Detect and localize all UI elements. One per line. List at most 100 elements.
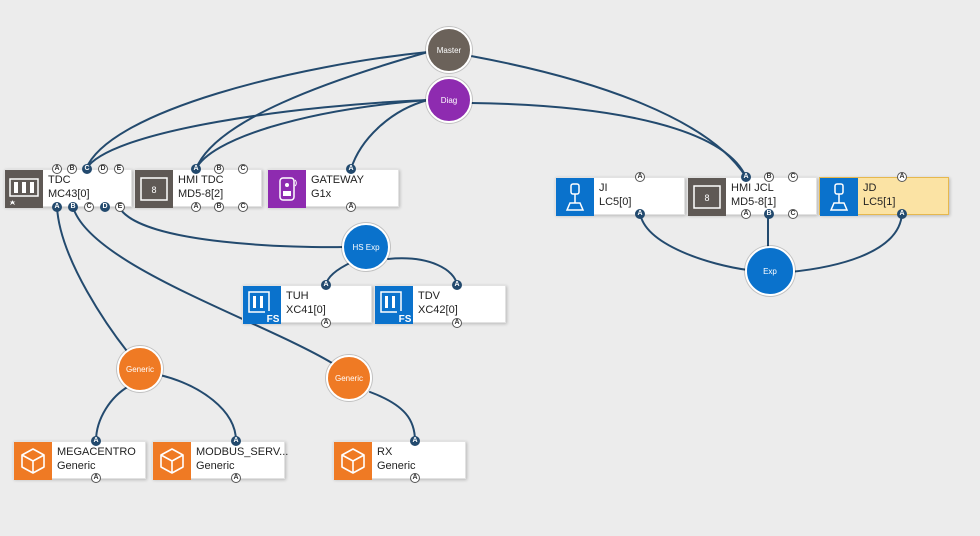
port-hmi-tdc-top-b[interactable]: B (214, 164, 224, 174)
fs-badge: FS (399, 314, 412, 324)
wire-generic2-rx-a (369, 391, 416, 442)
hs-exp-hub[interactable]: HS Exp (342, 223, 390, 271)
device-rx[interactable]: RX Generic (333, 441, 466, 480)
device-model: MD5-8[1] (731, 196, 777, 208)
device-jd[interactable]: JD LC5[1] (819, 177, 949, 216)
device-hmi-jcl[interactable]: 8 HMI JCL MD5-8[1] (687, 177, 817, 216)
port-tdv-top-a[interactable]: A (452, 280, 462, 290)
wire-tdc-d-hsexp (118, 206, 346, 249)
port-tdc-bottom-e[interactable]: E (115, 202, 125, 212)
wire-hsexp-tdv-a (387, 257, 458, 286)
device-model: G1x (311, 188, 332, 200)
device-megacentro[interactable]: MEGACENTRO Generic (13, 441, 146, 480)
exp-hub-label: Exp (763, 266, 777, 276)
display-icon: 8 (135, 170, 173, 208)
generic-hub-1[interactable]: Generic (117, 346, 163, 392)
device-gateway[interactable]: GATEWAY G1x (267, 169, 399, 208)
device-model: XC41[0] (286, 304, 326, 316)
generic-hub-2-label: Generic (334, 373, 363, 383)
port-hmi-jcl-bottom-b[interactable]: B (764, 209, 774, 219)
port-tuh-top-a[interactable]: A (321, 280, 331, 290)
generic-hub-1-label: Generic (125, 364, 154, 374)
display-icon: 8 (688, 178, 726, 216)
device-model: LC5[0] (599, 196, 632, 208)
port-modbus-bottom-a[interactable]: A (231, 473, 241, 483)
device-modbus-server[interactable]: MODBUS_SERV... Generic (152, 441, 289, 480)
port-tdc-bottom-b[interactable]: B (68, 202, 78, 212)
port-rx-bottom-a[interactable]: A (410, 473, 420, 483)
device-name: TDV (418, 290, 440, 302)
port-megacentro-bottom-a[interactable]: A (91, 473, 101, 483)
device-name: HMI TDC (178, 174, 224, 186)
device-tdc[interactable]: TDC MC43[0] (4, 169, 132, 208)
device-name: HMI JCL (731, 182, 774, 194)
io-module-icon: FS (243, 286, 281, 324)
wire-diag-hmi-jcl-a (470, 102, 747, 178)
port-gateway-bottom-a[interactable]: A (346, 202, 356, 212)
device-model: LC5[1] (863, 196, 896, 208)
port-modbus-top-a[interactable]: A (231, 436, 241, 446)
exp-hub[interactable]: Exp (745, 246, 795, 296)
port-tdv-bottom-a[interactable]: A (452, 318, 462, 328)
port-hmi-tdc-bottom-a[interactable]: A (191, 202, 201, 212)
wire-generic1-megacentro-a (95, 383, 134, 442)
port-hmi-tdc-bottom-c[interactable]: C (238, 202, 248, 212)
wire-tdc-b-generic2 (72, 206, 333, 364)
device-model: XC42[0] (418, 304, 458, 316)
port-jd-bottom-a[interactable]: A (897, 209, 907, 219)
hs-exp-hub-label: HS Exp (352, 242, 380, 252)
device-name: MODBUS_SERV... (196, 446, 289, 458)
wire-jd-a-exp (789, 212, 903, 273)
device-model: MC43[0] (48, 188, 90, 200)
port-tdc-top-a[interactable]: A (52, 164, 62, 174)
device-tuh[interactable]: FS TUH XC41[0] (242, 285, 372, 324)
port-hmi-jcl-top-c[interactable]: C (788, 172, 798, 182)
wire-diag-tdc-c (85, 99, 429, 170)
port-tdc-top-d[interactable]: D (98, 164, 108, 174)
device-hmi-tdc[interactable]: 8 HMI TDC MD5-8[2] (134, 169, 262, 208)
port-ji-bottom-a[interactable]: A (635, 209, 645, 219)
wire-generic1-modbus-a (159, 374, 237, 442)
port-hmi-jcl-top-a[interactable]: A (741, 172, 751, 182)
device-name: TUH (286, 290, 309, 302)
port-tdc-bottom-c[interactable]: C (84, 202, 94, 212)
diag-hub[interactable]: Diag (426, 77, 472, 123)
device-name: MEGACENTRO (57, 446, 136, 458)
port-tdc-bottom-a[interactable]: A (52, 202, 62, 212)
port-tdc-top-c[interactable]: C (82, 164, 92, 174)
port-megacentro-top-a[interactable]: A (91, 436, 101, 446)
port-hmi-jcl-bottom-a[interactable]: A (741, 209, 751, 219)
device-name: TDC (48, 174, 71, 186)
wire-master-hmi-tdc-a (195, 51, 429, 170)
controller-icon (5, 170, 43, 208)
device-tdv[interactable]: FS TDV XC42[0] (374, 285, 506, 324)
device-model: Generic (57, 460, 96, 472)
port-hmi-jcl-top-b[interactable]: B (764, 172, 774, 182)
port-rx-top-a[interactable]: A (410, 436, 420, 446)
wire-tdc-a-generic1 (56, 206, 131, 356)
device-name: JI (599, 182, 608, 194)
port-ji-top-a[interactable]: A (635, 172, 645, 182)
port-jd-top-a[interactable]: A (897, 172, 907, 182)
cube-icon (153, 442, 191, 480)
display-icon-text: 8 (151, 185, 156, 195)
device-model: Generic (196, 460, 235, 472)
port-tuh-bottom-a[interactable]: A (321, 318, 331, 328)
port-tdc-top-b[interactable]: B (67, 164, 77, 174)
wire-diag-gateway-a (350, 99, 429, 170)
port-hmi-tdc-top-c[interactable]: C (238, 164, 248, 174)
diag-hub-label: Diag (440, 95, 458, 105)
port-hmi-tdc-top-a[interactable]: A (191, 164, 201, 174)
device-name: JD (863, 182, 877, 194)
device-name: GATEWAY (311, 174, 364, 186)
generic-hub-2[interactable]: Generic (326, 355, 372, 401)
port-tdc-top-e[interactable]: E (114, 164, 124, 174)
port-hmi-tdc-bottom-b[interactable]: B (214, 202, 224, 212)
port-tdc-bottom-d[interactable]: D (100, 202, 110, 212)
port-gateway-top-a[interactable]: A (346, 164, 356, 174)
device-ji[interactable]: JI LC5[0] (555, 177, 685, 216)
display-icon-text: 8 (704, 193, 709, 203)
port-hmi-jcl-bottom-c[interactable]: C (788, 209, 798, 219)
master-hub[interactable]: Master (426, 27, 472, 73)
